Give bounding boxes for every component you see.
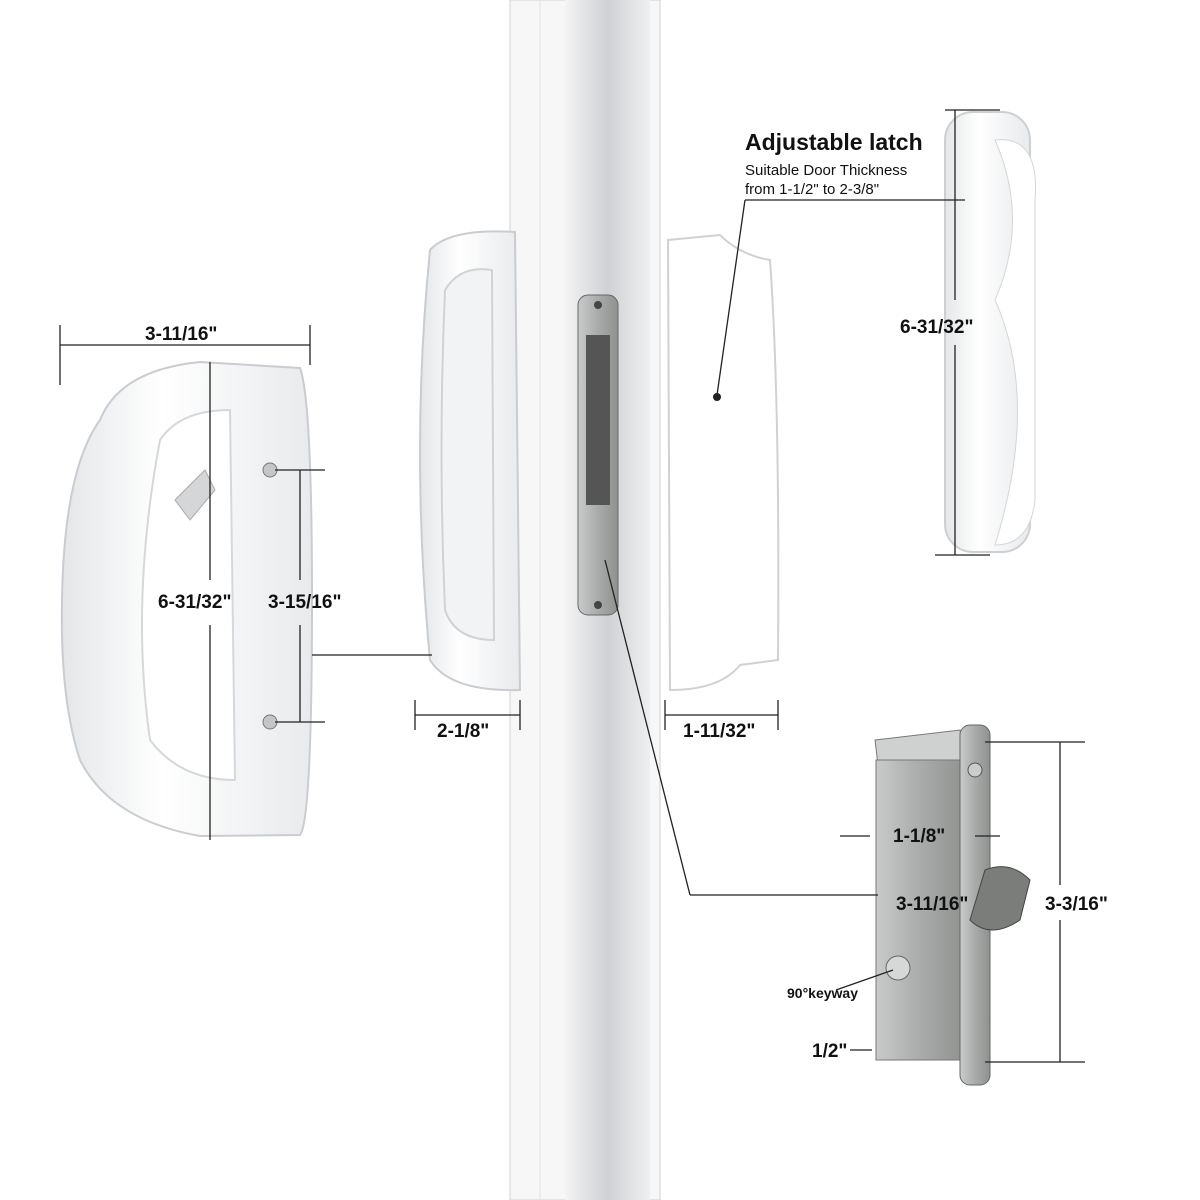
dim-backset: 1/2" [812,1041,847,1062]
callout-title: Adjustable latch [745,129,923,155]
screw-icon [262,714,278,730]
mortise-lock [874,724,1031,1086]
interior-handle-side [419,230,522,692]
dim-latch-width: 1-1/8" [893,826,945,847]
door-latch [577,294,619,616]
dim-latch-body-height: 3-11/16" [896,894,968,915]
dim-inner-handle-depth: 2-1/8" [437,721,489,742]
dim-screw-spacing: 3-15/16" [268,592,341,613]
screw-icon [262,462,278,478]
keyway-label: 90°keyway [787,985,858,1001]
dim-faceplate-height: 3-3/16" [1045,894,1108,915]
exterior-pull [944,111,1036,553]
dim-handle-height: 6-31/32" [158,592,231,613]
exterior-lock-box [666,233,780,692]
dim-outer-box-depth: 1-11/32" [683,721,755,742]
interior-handle-front [60,360,314,838]
dim-pull-height: 6-31/32" [900,317,973,338]
dimension-lines [59,109,1085,1063]
callout-line-1: Suitable Door Thickness [745,162,907,179]
dim-handle-width: 3-11/16" [145,324,217,345]
callout-line-2: from 1-1/2" to 2-3/8" [745,181,879,198]
